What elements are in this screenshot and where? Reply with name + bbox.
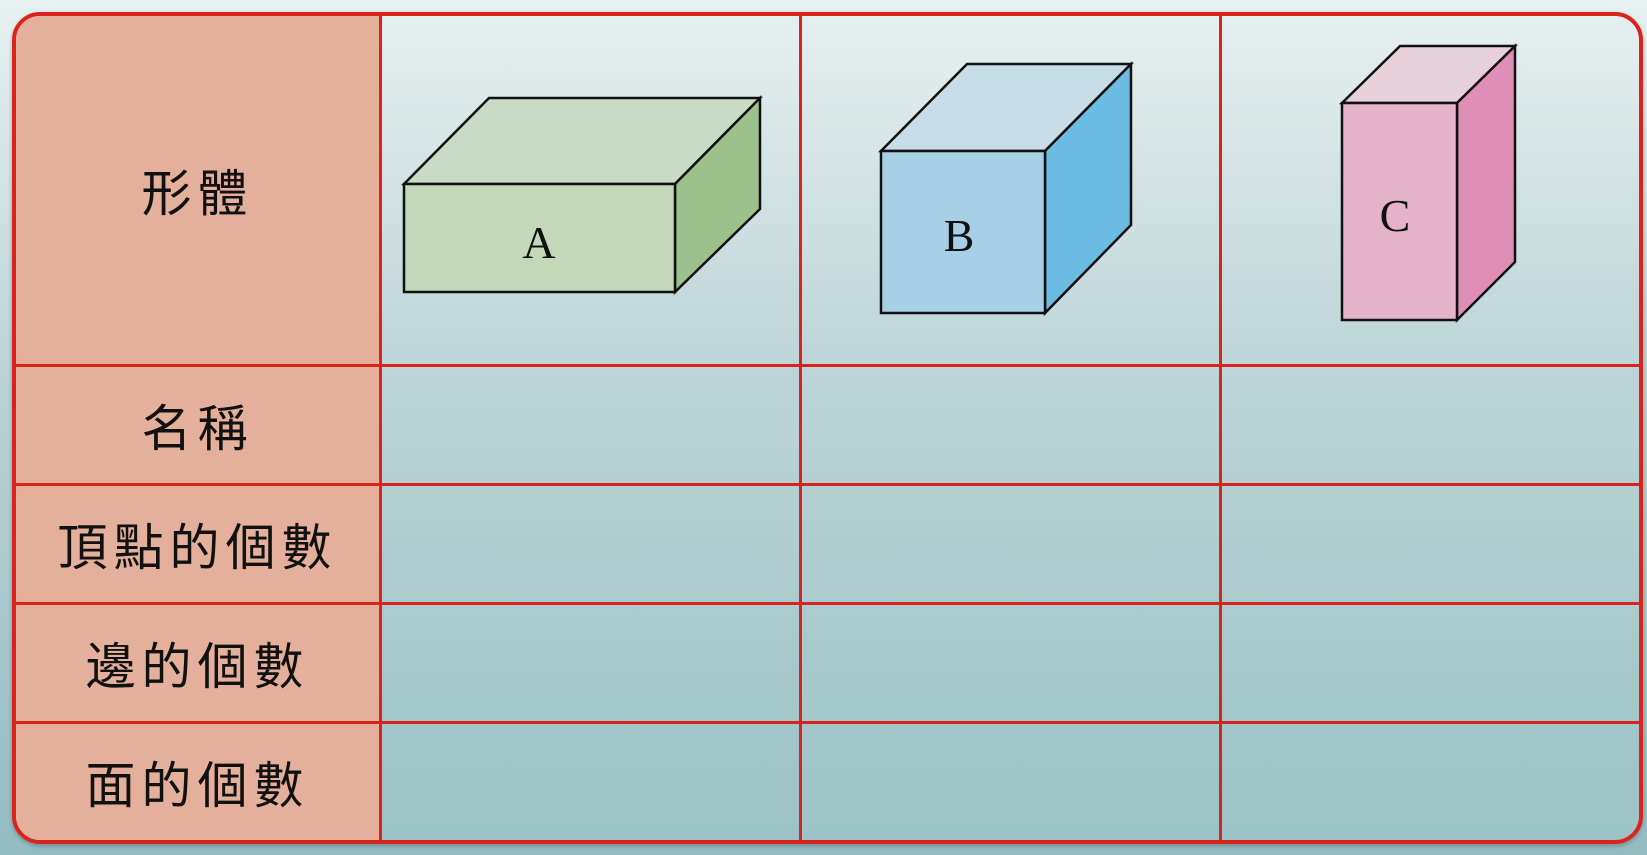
name-cell-c[interactable]	[1222, 367, 1639, 486]
row-header-faces: 面的個數	[16, 724, 382, 840]
shape-cell-c: C	[1222, 16, 1639, 367]
shape-a-front-face	[402, 182, 677, 294]
shapes-table-frame: 形體 A B C	[12, 12, 1643, 844]
row-header-edges-label: 邊的個數	[85, 638, 310, 696]
shape-c-front-face	[1340, 101, 1459, 322]
vertices-cell-b[interactable]	[802, 486, 1222, 605]
rectangular-prism-icon: A	[401, 94, 763, 295]
shape-c-label: C	[1380, 190, 1411, 241]
shape-cell-b: B	[802, 16, 1222, 367]
cube-icon: B	[878, 60, 1134, 317]
shape-cell-a: A	[382, 16, 802, 367]
row-header-name: 名稱	[16, 367, 382, 486]
row-header-shape: 形體	[16, 16, 382, 367]
faces-cell-c[interactable]	[1222, 724, 1639, 840]
row-header-name-label: 名稱	[141, 400, 254, 458]
name-cell-b[interactable]	[802, 367, 1222, 486]
faces-cell-b[interactable]	[802, 724, 1222, 840]
shapes-table: 形體 A B C	[16, 16, 1639, 840]
vertices-cell-a[interactable]	[382, 486, 802, 605]
edges-cell-c[interactable]	[1222, 605, 1639, 724]
edges-cell-b[interactable]	[802, 605, 1222, 724]
row-header-faces-label: 面的個數	[85, 757, 310, 815]
shape-b-label: B	[944, 210, 975, 261]
name-cell-a[interactable]	[382, 367, 802, 486]
row-header-shape-label: 形體	[141, 165, 254, 223]
row-header-edges: 邊的個數	[16, 605, 382, 724]
tall-prism-icon: C	[1338, 43, 1519, 324]
faces-cell-a[interactable]	[382, 724, 802, 840]
edges-cell-a[interactable]	[382, 605, 802, 724]
row-header-vertices: 頂點的個數	[16, 486, 382, 605]
shape-b-front-face	[879, 149, 1047, 315]
shape-a-label: A	[522, 217, 555, 268]
vertices-cell-c[interactable]	[1222, 486, 1639, 605]
row-header-vertices-label: 頂點的個數	[57, 519, 338, 577]
